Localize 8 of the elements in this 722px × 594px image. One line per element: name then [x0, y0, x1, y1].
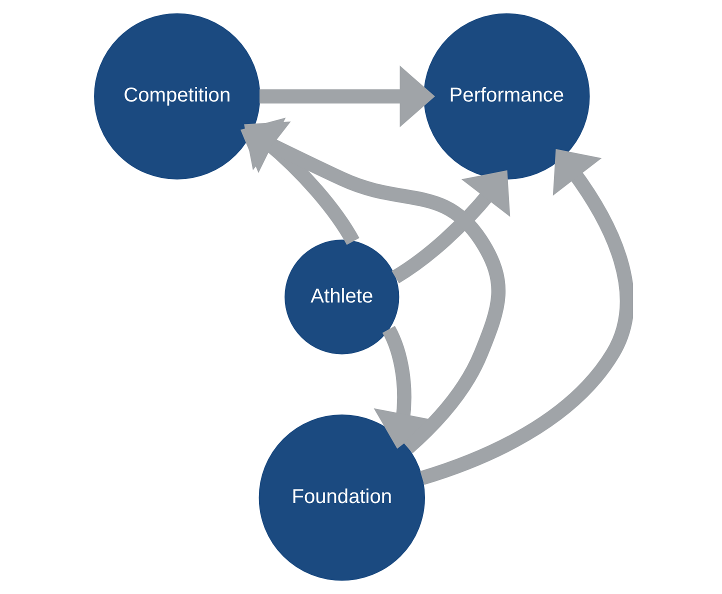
arrow: [392, 170, 510, 284]
node-circle: Athlete: [284, 240, 400, 354]
node-circle: Competition: [94, 13, 260, 180]
arrow: [260, 66, 436, 128]
node-circle: Performance: [424, 13, 590, 180]
arrow: [420, 149, 633, 485]
arrow: [240, 118, 506, 454]
node-circle: Foundation: [258, 414, 426, 581]
